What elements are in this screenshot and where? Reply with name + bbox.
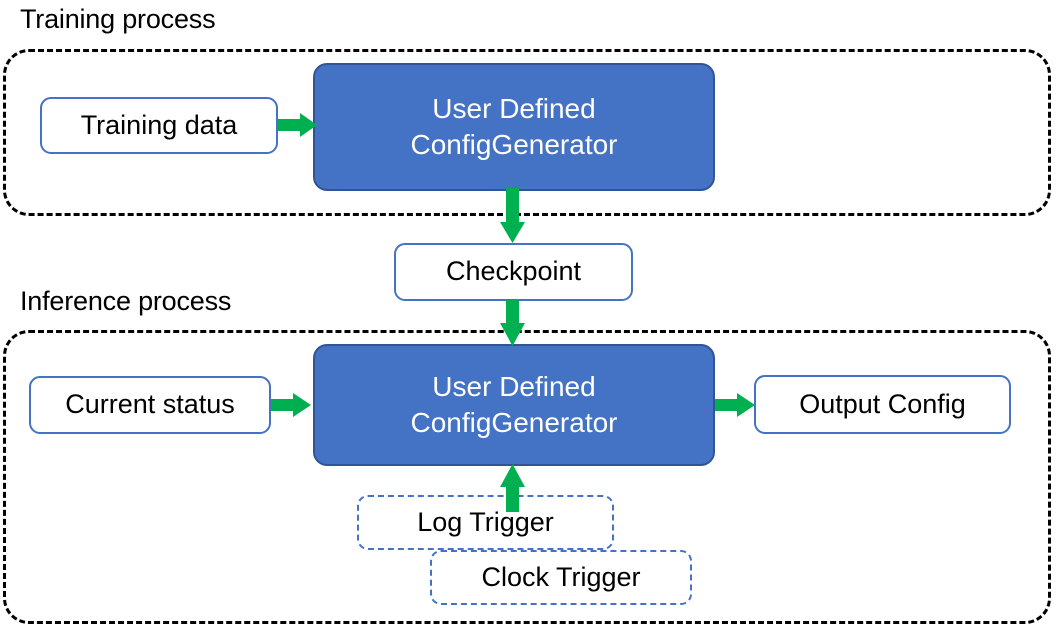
node-checkpoint-label: Checkpoint [445, 256, 582, 287]
node-clock-trigger-label: Clock Trigger [481, 562, 641, 592]
node-generator-training-line1: User Defined [432, 93, 596, 125]
node-output-config[interactable]: Output Config [754, 375, 1011, 434]
node-clock-trigger[interactable]: Clock Trigger [430, 550, 692, 605]
inference-process-title: Inference process [20, 286, 232, 316]
node-training-data[interactable]: Training data [40, 97, 278, 154]
node-user-defined-config-generator-training[interactable]: User Defined ConfigGenerator [313, 63, 715, 191]
node-training-data-label: Training data [80, 109, 238, 140]
node-current-status-label: Current status [65, 389, 235, 420]
node-generator-training-line2: ConfigGenerator [410, 129, 618, 160]
node-log-trigger[interactable]: Log Trigger [357, 495, 614, 550]
training-process-title: Training process [20, 4, 216, 34]
inference-process-container [3, 330, 1051, 624]
node-user-defined-config-generator-inference[interactable]: User Defined ConfigGenerator [313, 344, 715, 466]
node-output-config-label: Output Config [799, 388, 966, 419]
training-process-container [3, 49, 1051, 216]
node-current-status[interactable]: Current status [29, 376, 271, 434]
node-generator-inference-line2: ConfigGenerator [410, 407, 618, 438]
node-log-trigger-label: Log Trigger [417, 507, 554, 537]
node-generator-inference-line1: User Defined [432, 371, 596, 403]
node-checkpoint[interactable]: Checkpoint [394, 243, 633, 301]
